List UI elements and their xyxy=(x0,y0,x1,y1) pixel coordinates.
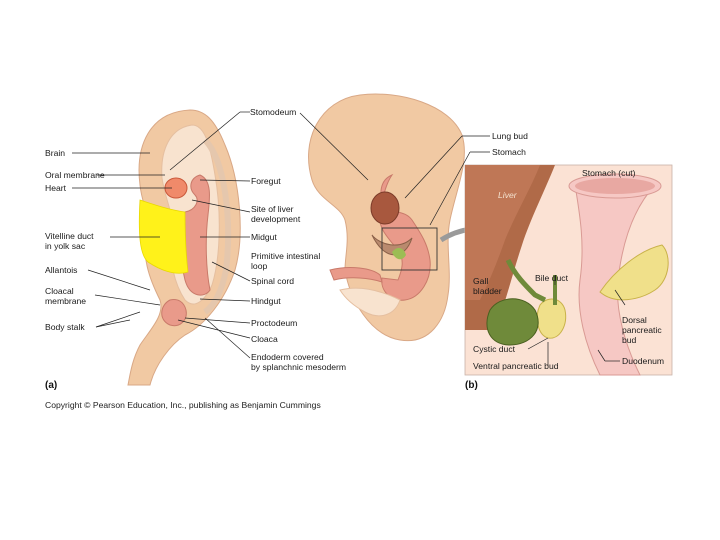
label-dorsal-pancreatic-bud: Dorsal pancreatic bud xyxy=(622,315,662,345)
label-primitive-loop: Primitive intestinal loop xyxy=(251,251,320,271)
panel-a-letter: (a) xyxy=(45,380,57,391)
label-vitelline-duct: Vitelline duct in yolk sac xyxy=(45,231,94,251)
panel-b-letter: (b) xyxy=(465,380,478,391)
label-ventral-pancreatic-bud: Ventral pancreatic bud xyxy=(473,361,559,371)
label-oral-membrane: Oral membrane xyxy=(45,170,105,180)
label-foregut: Foregut xyxy=(251,176,281,186)
label-stomach: Stomach xyxy=(492,147,526,157)
label-duodenum: Duodenum xyxy=(622,356,664,366)
label-gall-bladder: Gall bladder xyxy=(473,276,502,296)
label-brain: Brain xyxy=(45,148,65,158)
label-site-of-liver: Site of liver development xyxy=(251,204,300,224)
copyright-notice: Copyright © Pearson Education, Inc., pub… xyxy=(45,400,321,410)
label-cloacal-membrane: Cloacal membrane xyxy=(45,286,86,306)
label-liver: Liver xyxy=(498,190,517,200)
label-bile-duct: Bile duct xyxy=(535,273,568,283)
label-heart: Heart xyxy=(45,183,66,193)
label-body-stalk: Body stalk xyxy=(45,322,85,332)
embryo-sagittal xyxy=(128,110,240,385)
label-cystic-duct: Cystic duct xyxy=(473,344,515,354)
label-proctodeum: Proctodeum xyxy=(251,318,297,328)
label-hindgut: Hindgut xyxy=(251,296,281,306)
label-spinal-cord: Spinal cord xyxy=(251,276,294,286)
label-lung-bud: Lung bud xyxy=(492,131,528,141)
label-allantois: Allantois xyxy=(45,265,77,275)
label-midgut: Midgut xyxy=(251,232,277,242)
label-cloaca: Cloaca xyxy=(251,334,278,344)
embryo-lateral xyxy=(309,94,465,341)
label-stomodeum: Stomodeum xyxy=(250,107,296,117)
label-stomach-cut: Stomach (cut) xyxy=(582,168,636,178)
label-endoderm: Endoderm covered by splanchnic mesoderm xyxy=(251,352,346,372)
